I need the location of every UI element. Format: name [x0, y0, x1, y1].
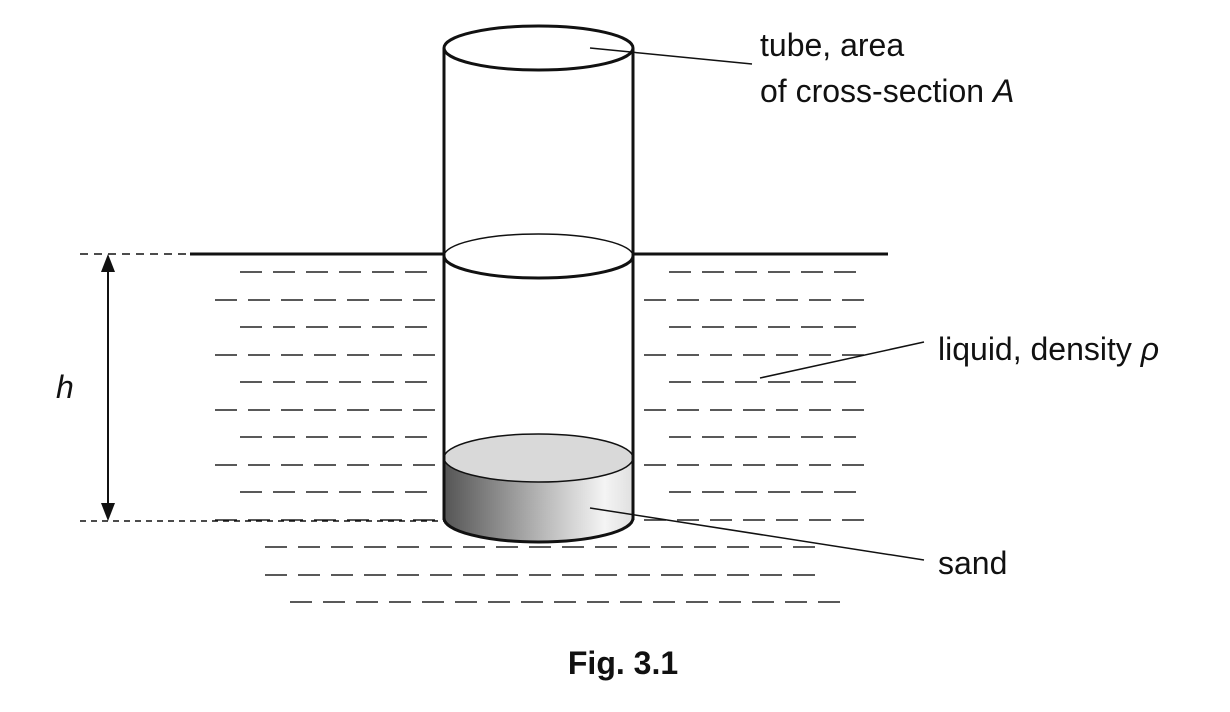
sand-label: sand — [938, 545, 1007, 581]
sand-layer — [442, 458, 635, 544]
cross-section-symbol: A — [991, 73, 1014, 109]
sand-top-surface — [443, 433, 634, 483]
figure-caption: Fig. 3.1 — [568, 645, 678, 681]
depth-marker — [80, 253, 444, 522]
sand-leader-line — [589, 507, 925, 561]
leader-lines — [589, 47, 925, 561]
arrowhead-down — [101, 503, 115, 521]
tube — [442, 24, 635, 544]
tube-label-line2: of cross-section A — [760, 73, 1014, 109]
height-label: h — [56, 369, 74, 405]
arrowhead-up — [101, 254, 115, 272]
tube-top-rim — [442, 24, 635, 72]
liquid-leader-line — [759, 341, 925, 379]
density-symbol: ρ — [1140, 331, 1159, 367]
tube-label-line1: tube, area — [760, 27, 904, 63]
liquid-label: liquid, density ρ — [938, 331, 1159, 367]
tube-leader-line — [589, 47, 753, 65]
